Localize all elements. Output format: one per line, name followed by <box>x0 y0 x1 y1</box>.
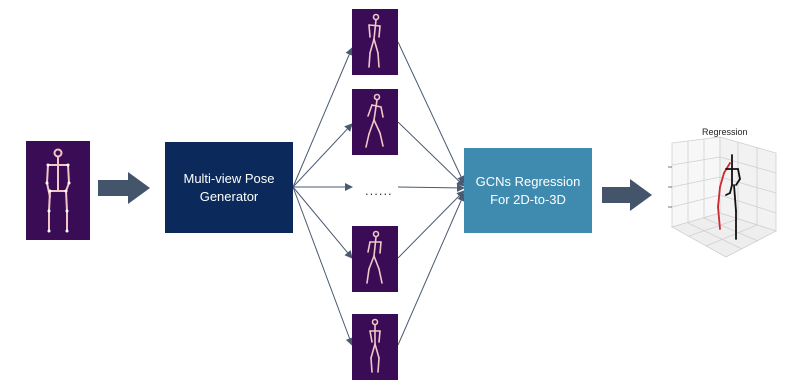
view-2-skeleton-icon <box>365 93 384 148</box>
fanout-arrow-2 <box>292 123 353 188</box>
generator-label: Multi-view Pose Generator <box>183 170 275 204</box>
fanin-arrow-5 <box>397 193 465 346</box>
fanin-arrow-3 <box>397 183 465 192</box>
fanin-arrow-2 <box>397 121 465 187</box>
more-views-ellipsis: ...... <box>365 183 393 198</box>
view-1-skeleton-icon <box>368 13 381 68</box>
generated-view-3 <box>352 226 398 292</box>
regressor-label: GCNs Regression For 2D-to-3D <box>475 173 581 207</box>
ground-truth-pose <box>725 154 741 240</box>
generated-view-4 <box>352 314 398 380</box>
regression-plot-title: Regression <box>702 127 748 137</box>
block-arrow-output <box>602 179 652 211</box>
multi-view-pose-generator-box: Multi-view Pose Generator <box>165 142 293 233</box>
fanin-arrow-4 <box>397 190 465 259</box>
input-skeleton-icon <box>45 148 71 233</box>
view-3-skeleton-icon <box>366 230 383 284</box>
predicted-pose <box>717 162 731 230</box>
fanout-arrow-4 <box>292 186 353 259</box>
generated-view-2 <box>352 89 398 155</box>
fanin-arrow-1 <box>397 41 465 184</box>
generated-view-1 <box>352 9 398 75</box>
view-4-skeleton-icon <box>369 318 381 373</box>
fanout-arrow-5 <box>292 186 354 346</box>
regression-3d-plot <box>668 136 778 258</box>
gcn-regression-box: GCNs Regression For 2D-to-3D <box>464 148 592 233</box>
fanout-arrow-1 <box>292 47 353 188</box>
input-pose-image <box>26 141 90 240</box>
block-arrow-input <box>98 172 150 204</box>
